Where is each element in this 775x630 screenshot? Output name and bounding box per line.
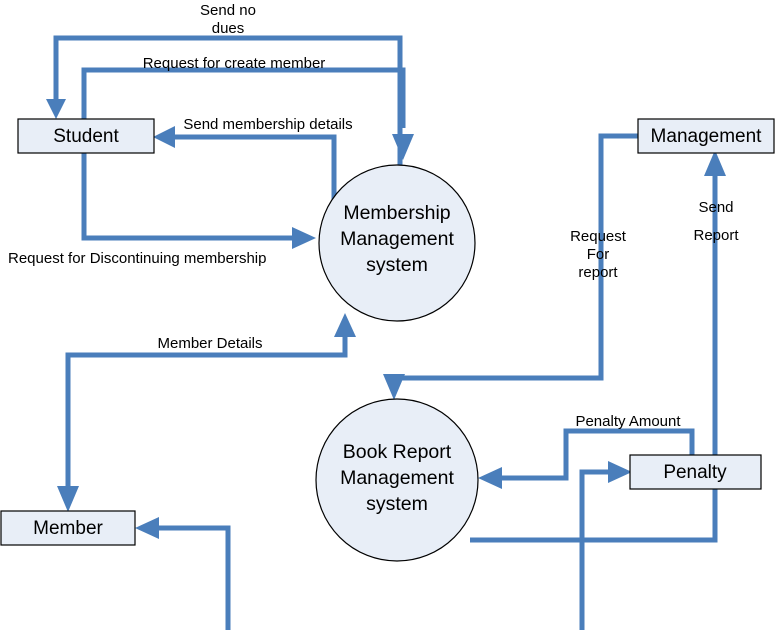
process-book-report-label-line2: Management — [340, 467, 454, 489]
flow-send-report-path — [470, 170, 718, 543]
process-book-report-label-line3: system — [366, 493, 428, 515]
label-request-for-report-line3: report — [578, 264, 618, 281]
flow-request-for-report-path — [394, 133, 638, 381]
flow-into-penalty-from-below[interactable] — [579, 461, 632, 630]
entity-management[interactable]: Management — [637, 118, 775, 154]
flow-penalty-amount[interactable] — [478, 428, 695, 489]
flow-request-for-create-member[interactable] — [81, 67, 414, 160]
flow-send-membership-details-arrowhead — [153, 126, 175, 148]
flow-into-penalty-arrowhead — [608, 461, 632, 483]
entity-student[interactable]: Student — [17, 118, 155, 154]
label-send-no-dues-line1: Send no — [200, 2, 256, 19]
process-book-report-management-system[interactable]: Book Report Management system — [315, 398, 479, 562]
flow-request-for-discontinuing-membership-path — [81, 152, 295, 241]
process-membership-label-line2: Management — [340, 228, 454, 250]
label-request-for-report-line1: Request — [570, 228, 627, 245]
flow-request-for-report-arrowhead — [383, 374, 405, 400]
entity-member-label: Member — [33, 518, 103, 539]
label-send-report-line2: Report — [693, 227, 739, 244]
entity-penalty-label: Penalty — [663, 462, 727, 483]
flow-member-details-down-arrowhead — [57, 486, 79, 512]
flow-penalty-amount-path — [500, 428, 695, 481]
process-membership-label-line3: system — [366, 254, 428, 276]
process-membership-management-system[interactable]: Membership Management system — [318, 164, 476, 322]
flow-send-no-dues-path — [53, 35, 403, 168]
process-membership-circle — [318, 164, 476, 322]
flow-into-member-path — [155, 525, 231, 630]
entity-student-box — [17, 118, 155, 154]
entity-member-box — [0, 510, 136, 546]
entity-penalty[interactable]: Penalty — [629, 454, 762, 490]
label-send-report-line1: Send — [698, 199, 733, 216]
process-membership-label-line1: Membership — [343, 202, 450, 224]
flow-request-for-create-member-path — [81, 67, 406, 152]
process-book-report-label-line1: Book Report — [343, 441, 452, 463]
flow-into-member-arrowhead — [135, 517, 159, 539]
label-request-for-create-member: Request for create member — [143, 55, 326, 72]
flow-into-penalty-path — [579, 469, 612, 630]
label-send-membership-details: Send membership details — [183, 116, 352, 133]
flow-send-no-dues-arrowhead — [46, 99, 66, 119]
flow-request-for-discontinuing-membership[interactable] — [81, 152, 316, 249]
flow-member-details[interactable] — [57, 313, 356, 512]
flow-penalty-amount-arrowhead — [478, 467, 502, 489]
flow-into-member-from-below[interactable] — [135, 517, 231, 630]
flow-send-report[interactable] — [470, 150, 726, 543]
flow-member-details-arrowhead — [334, 313, 356, 337]
entity-penalty-box — [629, 454, 762, 490]
label-request-for-discontinuing-membership: Request for Discontinuing membership — [8, 250, 266, 267]
entity-member[interactable]: Member — [0, 510, 136, 546]
process-book-report-circle — [315, 398, 479, 562]
flow-request-for-report[interactable] — [383, 133, 638, 400]
flow-request-for-discontinuing-membership-arrowhead — [292, 227, 316, 249]
label-request-for-report-line2: For — [587, 246, 610, 263]
flow-request-for-create-member-arrowhead — [392, 134, 414, 160]
entity-management-box — [637, 118, 775, 154]
flow-send-report-arrowhead — [704, 150, 726, 176]
flow-member-details-path — [65, 334, 348, 500]
entity-management-label: Management — [651, 126, 763, 147]
flow-send-membership-details-path — [170, 134, 337, 205]
label-send-no-dues-line2: dues — [212, 20, 245, 37]
flow-send-membership-details[interactable] — [153, 126, 337, 205]
label-penalty-amount: Penalty Amount — [575, 413, 681, 430]
label-member-details: Member Details — [157, 335, 262, 352]
entity-student-label: Student — [53, 126, 119, 147]
flow-send-no-dues[interactable] — [46, 35, 403, 168]
